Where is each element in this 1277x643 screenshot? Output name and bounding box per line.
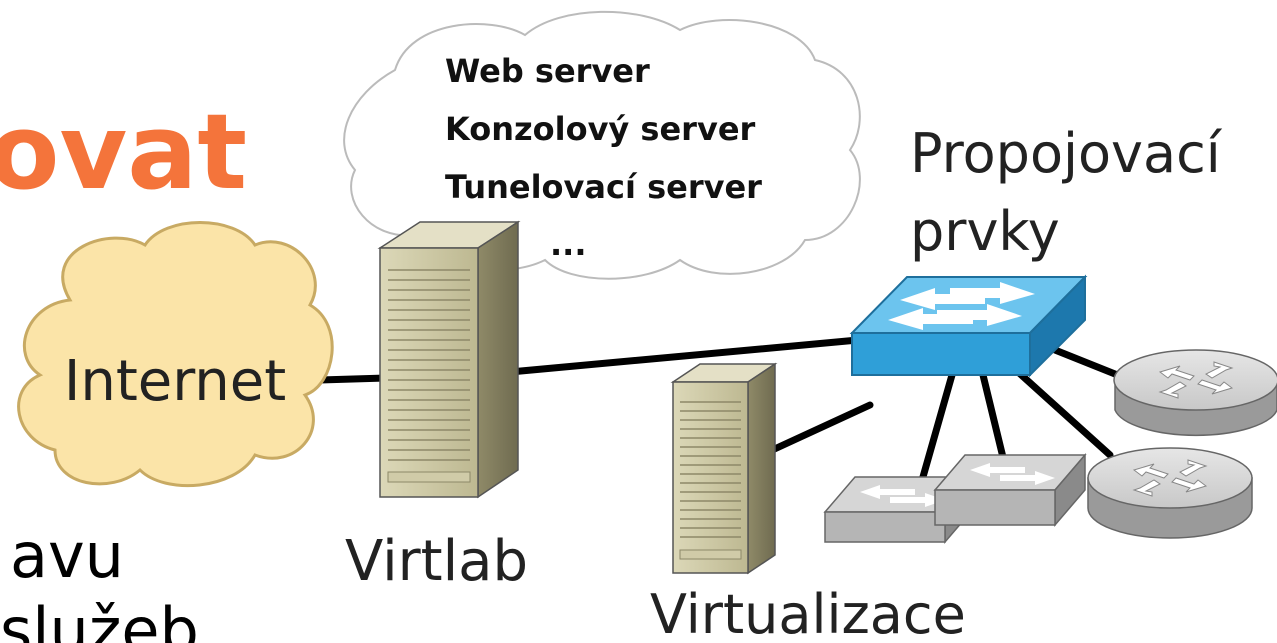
- service-item: Tunelovací server: [445, 168, 762, 206]
- interconnect-label-line1: Propojovací: [910, 122, 1223, 185]
- virtlab-label: Virtlab: [345, 529, 528, 594]
- internet-label: Internet: [64, 349, 286, 414]
- link-internet-virtlab: [316, 374, 389, 384]
- lab-switch-icon-1: [823, 474, 977, 545]
- interconnect-label-line2: prvky: [910, 200, 1060, 263]
- text-fragment-1: avu: [10, 519, 124, 592]
- router-icon-1: [1113, 349, 1277, 437]
- services-list: Web server Konzolový server Tunelovací s…: [445, 52, 762, 263]
- lab-switch-icon-2: [933, 452, 1087, 528]
- internet-cloud-icon: [17, 221, 334, 488]
- link-virtlab-switch: [506, 336, 862, 376]
- service-item: ...: [550, 225, 586, 263]
- service-item: Web server: [445, 52, 650, 90]
- virtualization-label: Virtualizace: [650, 583, 966, 643]
- router-icon-2: [1087, 447, 1253, 539]
- connection-lines: [316, 336, 1134, 509]
- virtlab-server-icon: [377, 220, 521, 499]
- link-virtualization-switch: [764, 401, 874, 456]
- text-fragment-2: služeb: [0, 594, 199, 643]
- virtualization-server-icon: [670, 362, 778, 575]
- services-cloud-icon: [343, 10, 861, 280]
- heading-fragment: ovat: [0, 91, 247, 213]
- link-switch-device-3: [1014, 368, 1114, 459]
- main-switch-icon: [849, 274, 1088, 378]
- service-item: Konzolový server: [445, 110, 756, 148]
